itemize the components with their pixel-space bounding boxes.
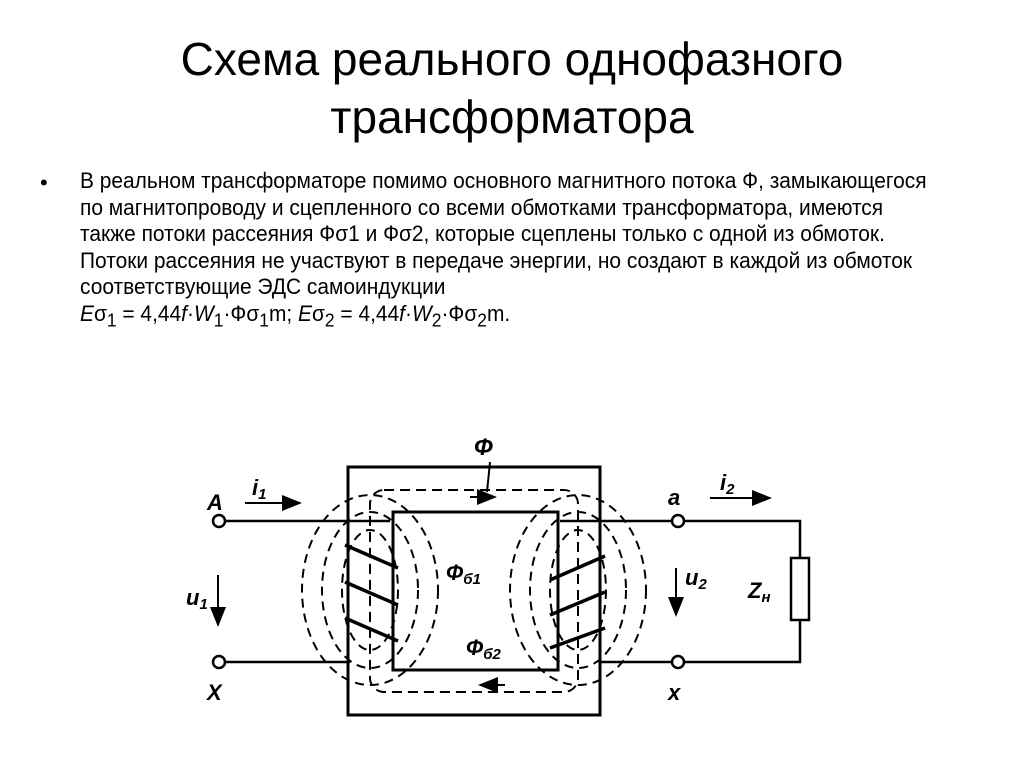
- label-phi-sigma2: Фб2: [466, 635, 501, 663]
- title-line-2: трансформатора: [330, 91, 694, 143]
- main-flux-path: [369, 489, 579, 693]
- wires: [225, 519, 802, 664]
- bullet-paragraph: В реальном трансформаторе помимо основно…: [80, 168, 936, 334]
- label-i2: i2: [720, 470, 735, 498]
- primary-winding: [344, 543, 399, 643]
- terminals: [211, 513, 686, 670]
- label-zn: Zн: [747, 578, 771, 606]
- label-x: x: [667, 680, 681, 705]
- title-line-1: Схема реального однофазного: [180, 33, 844, 85]
- core-window: [391, 510, 560, 672]
- leakage-flux-1: [301, 494, 647, 686]
- label-i1: i1: [252, 475, 266, 503]
- bullet-marker: •: [40, 170, 48, 195]
- label-u1: u1: [186, 585, 208, 613]
- arrows: [210, 489, 772, 693]
- formula: Eσ1 = 4,44f·W1·Фσ1m; Eσ2 = 4,44f·W2·Фσ2m…: [80, 300, 511, 331]
- paragraph-text: В реальном трансформаторе помимо основно…: [80, 168, 927, 299]
- label-phi-sigma1: Фб1: [446, 560, 481, 588]
- core-outer: [346, 465, 602, 717]
- secondary-winding: [549, 554, 606, 650]
- label-X: X: [205, 680, 223, 705]
- label-u2: u2: [685, 565, 707, 593]
- label-a: a: [668, 485, 680, 510]
- label-A: A: [206, 490, 223, 515]
- label-phi: Ф: [474, 434, 493, 461]
- slide-title: Схема реального однофазного трансформато…: [0, 30, 1024, 146]
- load-resistor: [789, 556, 811, 622]
